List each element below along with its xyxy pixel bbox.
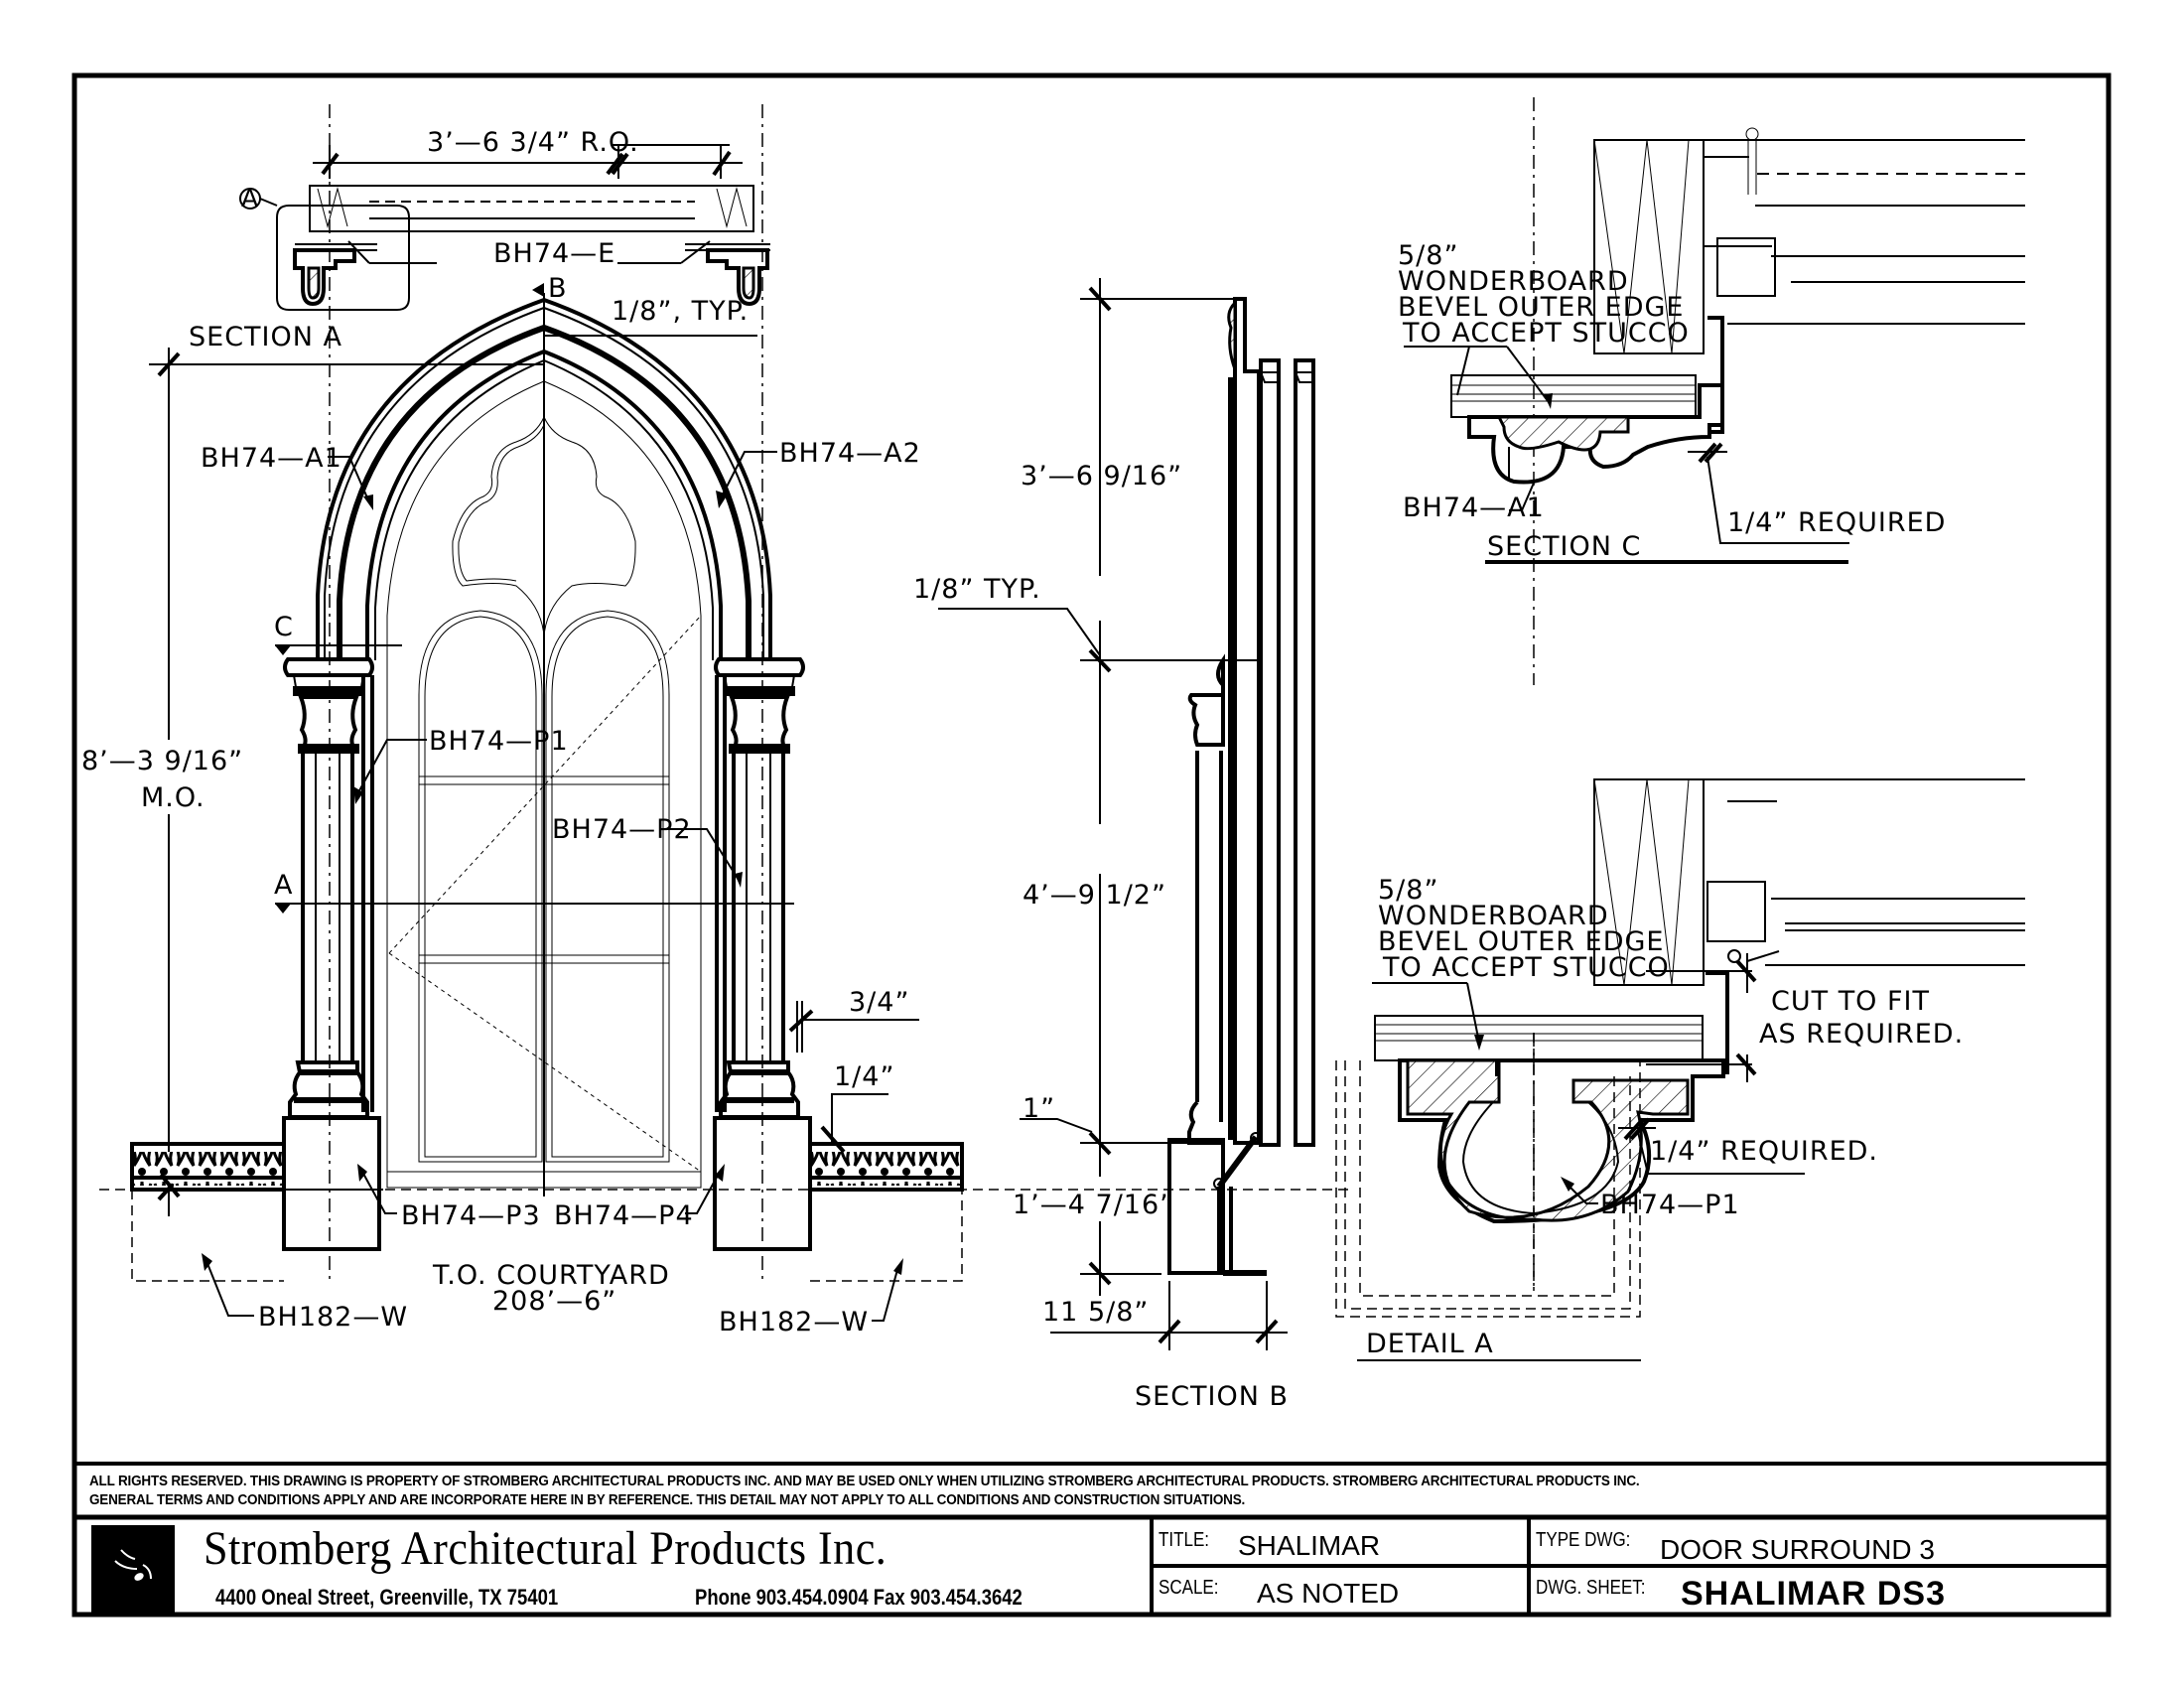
- type-dwg-value: DOOR SURROUND 3: [1660, 1534, 1935, 1565]
- courtyard-elevation: 208’—6”: [492, 1286, 616, 1317]
- mo-height-dimension: 8’—3 9/16”: [81, 746, 243, 776]
- section-c-note-l1: 5/8”: [1398, 240, 1458, 271]
- left-column: [282, 657, 381, 1251]
- callout-bh74-p3: BH74—P3: [401, 1200, 541, 1231]
- section-c-marker: C: [274, 612, 294, 642]
- title-label: TITLE:: [1159, 1529, 1210, 1551]
- detail-a-gap-note: 1/4” REQUIRED.: [1650, 1136, 1878, 1167]
- detail-a-bubble-label: A: [241, 184, 258, 212]
- disclaimer-line-1: ALL RIGHTS RESERVED. THIS DRAWING IS PRO…: [89, 1474, 1640, 1489]
- stromberg-flame-logo-icon: [114, 1549, 152, 1581]
- callout-bh74-a2: BH74—A2: [779, 438, 921, 469]
- section-b-dim-depth: 11 5/8”: [1042, 1297, 1149, 1328]
- detail-a-note-l4: TO ACCEPT STUCCO: [1382, 952, 1670, 983]
- dwg-sheet-value: SHALIMAR DS3: [1681, 1575, 1947, 1613]
- door-elevation: 8’—3 9/16” M.O. B 1/8”, TYP. C: [81, 273, 1350, 1337]
- section-b: 3’—6 9/16” 1/8” TYP. 4’—9 1/2” 1” 1’—4 7…: [913, 278, 1315, 1412]
- section-a-marker: A: [274, 870, 293, 901]
- section-c-callout-bh74-a1: BH74—A1: [1403, 492, 1545, 523]
- callout-bh182-w-right: BH182—W: [719, 1307, 869, 1337]
- callout-bh74-e: BH74—E: [493, 238, 615, 269]
- scale-value: AS NOTED: [1257, 1578, 1400, 1609]
- courtyard-label: T.O. COURTYARD: [432, 1260, 670, 1291]
- mo-label: M.O.: [141, 782, 205, 813]
- typ-1-8-note: 1/8”, TYP.: [612, 296, 749, 327]
- section-b-title: SECTION B: [1135, 1381, 1289, 1412]
- dimension-3-4: 3/4”: [849, 987, 909, 1018]
- section-c-note-l2: WONDERBOARD: [1398, 266, 1629, 297]
- section-c-note-l4: TO ACCEPT STUCCO: [1402, 318, 1690, 349]
- disclaimer-line-2: GENERAL TERMS AND CONDITIONS APPLY AND A…: [89, 1492, 1246, 1508]
- detail-a-callout-bh74-p1: BH74—P1: [1600, 1190, 1740, 1220]
- disclaimer-text: ALL RIGHTS RESERVED. THIS DRAWING IS PRO…: [89, 1473, 1964, 1510]
- section-c-title: SECTION C: [1487, 531, 1641, 562]
- detail-a-title: DETAIL A: [1366, 1329, 1494, 1359]
- callout-bh182-w-left: BH182—W: [258, 1302, 408, 1333]
- type-dwg-label: TYPE DWG:: [1536, 1529, 1631, 1551]
- callout-bh74-p4: BH74—P4: [554, 1200, 694, 1231]
- company-phone-fax: Phone 903.454.0904 Fax 903.454.3642: [695, 1585, 1023, 1610]
- section-a-plan: 3’—6 3/4” R.O. A BH74—E SECTION A: [189, 104, 770, 1281]
- section-c: 1/4” REQUIRED 5/8” WONDERBOARD BEVEL OUT…: [1398, 97, 2025, 1291]
- detail-a-note-l2: WONDERBOARD: [1378, 901, 1609, 931]
- detail-a: 5/8” WONDERBOARD BEVEL OUTER EDGE TO ACC…: [1335, 778, 2025, 1361]
- sheet-border: [71, 72, 2112, 1618]
- section-b-dim-base: 1’—4 7/16”: [1013, 1190, 1174, 1220]
- ro-width-dimension: 3’—6 3/4” R.O.: [427, 127, 639, 158]
- company-address: 4400 Oneal Street, Greenville, TX 75401: [215, 1585, 559, 1610]
- company-logo: [91, 1525, 175, 1613]
- callout-bh74-p1: BH74—P1: [429, 726, 569, 757]
- ornamental-band-left: [134, 1152, 282, 1186]
- section-b-dim-upper: 3’—6 9/16”: [1021, 461, 1182, 492]
- dwg-sheet-label: DWG. SHEET:: [1536, 1577, 1646, 1599]
- scale-label: SCALE:: [1159, 1577, 1219, 1599]
- detail-a-note-l1: 5/8”: [1378, 875, 1438, 906]
- dimension-1-4: 1/4”: [834, 1061, 894, 1092]
- section-b-dim-middle: 4’—9 1/2”: [1023, 880, 1166, 911]
- section-a-title: SECTION A: [189, 322, 342, 352]
- section-b-marker: B: [548, 273, 568, 304]
- detail-a-note-l3: BEVEL OUTER EDGE: [1378, 926, 1664, 957]
- section-b-typ-1-8: 1/8” TYP.: [913, 574, 1041, 605]
- callout-bh74-a1: BH74—A1: [201, 443, 342, 474]
- ornamental-band-right: [812, 1152, 960, 1186]
- detail-a-cut-l1: CUT TO FIT: [1771, 986, 1930, 1017]
- title-value: SHALIMAR: [1238, 1530, 1381, 1561]
- section-c-note-l3: BEVEL OUTER EDGE: [1398, 292, 1684, 323]
- right-column: [713, 657, 812, 1251]
- company-name: Stromberg Architectural Products Inc.: [204, 1522, 887, 1575]
- detail-a-cut-l2: AS REQUIRED.: [1759, 1019, 1964, 1050]
- section-c-gap-note: 1/4” REQUIRED: [1727, 507, 1946, 538]
